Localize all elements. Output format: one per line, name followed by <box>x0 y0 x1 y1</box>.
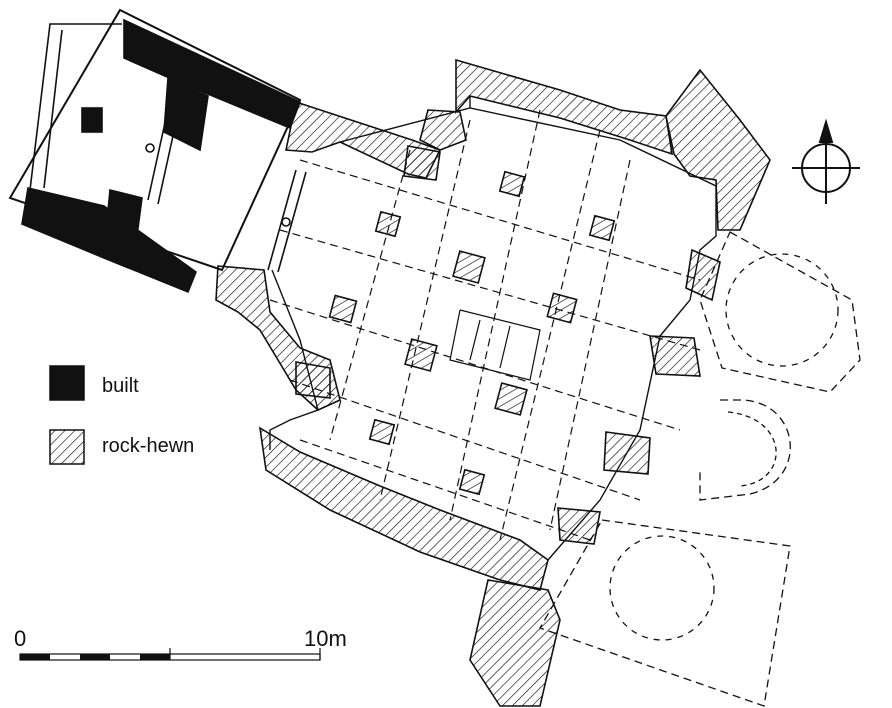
scale-bar: 0 10m <box>14 626 347 661</box>
scale-end-label: 10m <box>304 626 347 651</box>
pillar <box>404 338 438 372</box>
pillar <box>368 418 396 446</box>
legend: built rock-hewn <box>49 365 194 465</box>
built-wall-pier-south <box>103 188 143 259</box>
sanctuary-screen <box>449 309 541 381</box>
pillar <box>458 468 486 496</box>
pillars <box>328 170 616 496</box>
pillar <box>588 214 616 242</box>
pillar <box>328 294 358 324</box>
legend-label-built: built <box>102 375 139 397</box>
pillar <box>374 210 402 238</box>
east-chapels <box>539 231 861 707</box>
built-block-small <box>81 107 103 133</box>
vault-grid <box>269 109 701 541</box>
pillar <box>498 170 526 198</box>
narthex <box>8 8 307 294</box>
north-arrow-icon <box>792 118 860 204</box>
nave-outline <box>269 96 717 561</box>
built-wall-north <box>123 18 302 130</box>
built-wall-pier-north <box>163 76 209 152</box>
pillar <box>452 250 486 284</box>
pillar <box>546 292 578 324</box>
legend-label-rock-hewn: rock-hewn <box>102 435 194 457</box>
scale-start-label: 0 <box>14 626 26 651</box>
legend-swatch-built <box>49 365 85 401</box>
rock-hewn-walls <box>215 58 771 707</box>
legend-swatch-rock-hewn <box>49 429 85 465</box>
pillar <box>494 382 528 416</box>
